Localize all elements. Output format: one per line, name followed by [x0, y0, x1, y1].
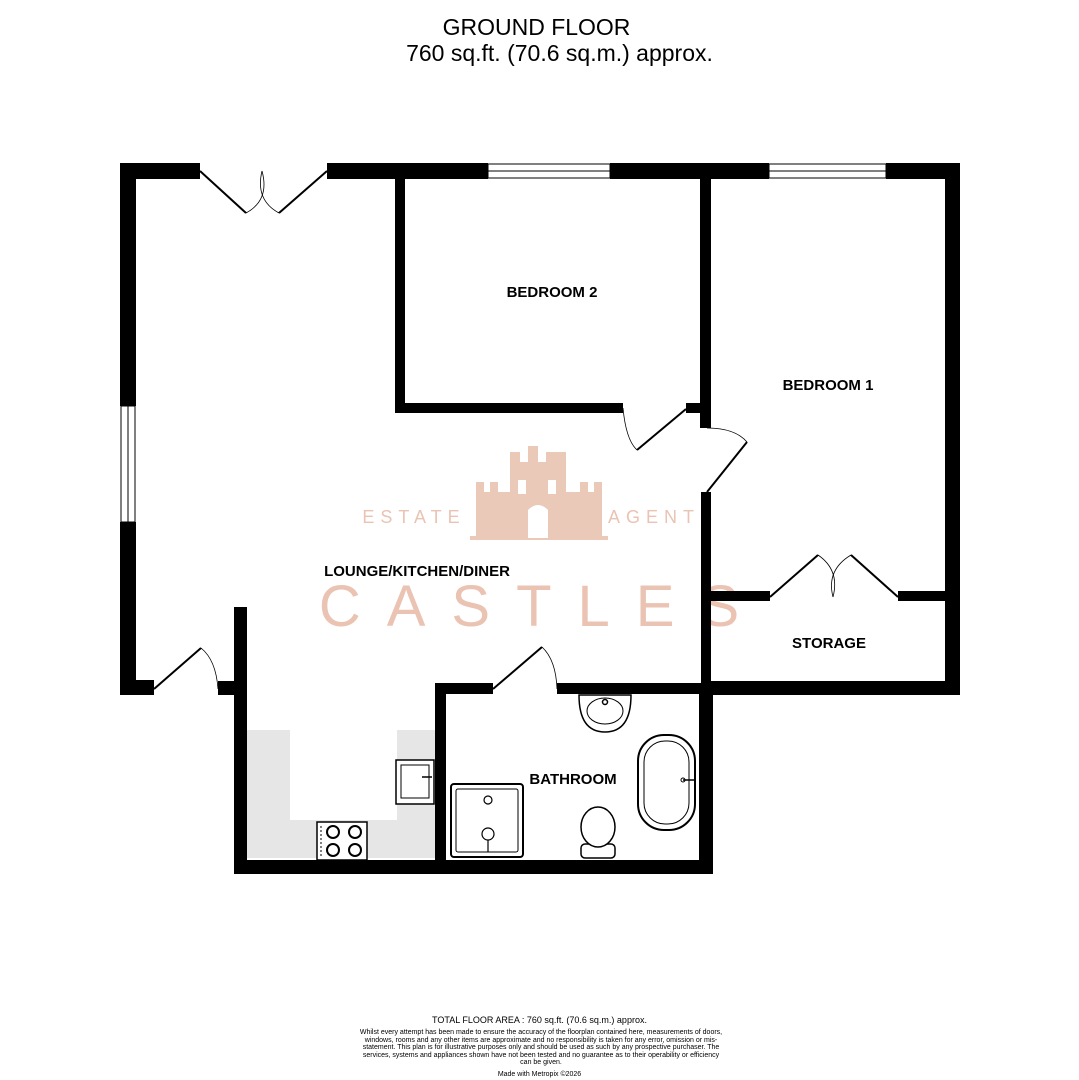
window-bedroom1: [768, 163, 887, 179]
french-door-lounge-top: [199, 170, 328, 214]
doors: [153, 170, 899, 690]
floor-title: GROUND FLOOR: [442, 14, 631, 40]
door-bedroom2: [622, 407, 687, 451]
basin-icon: [578, 694, 632, 733]
windows: [120, 163, 887, 523]
castles-watermark: ESTATE AGENTS CASTLES: [319, 446, 765, 639]
french-door-storage: [769, 554, 899, 598]
shower-icon: [450, 783, 524, 858]
room-label-bedroom2: BEDROOM 2: [507, 284, 598, 301]
window-lounge: [120, 405, 136, 523]
footer-total-area: TOTAL FLOOR AREA : 760 sq.ft. (70.6 sq.m…: [432, 1015, 647, 1025]
room-label-lounge: LOUNGE/KITCHEN/DINER: [324, 563, 510, 580]
hob-icon: [316, 821, 368, 861]
castle-logo-icon: [470, 446, 608, 540]
walls: [120, 163, 960, 874]
door-bathroom: [492, 646, 558, 690]
footer-disclaimer: Whilst every attempt has been made to en…: [359, 1029, 723, 1067]
kitchen-sink-icon: [395, 759, 435, 805]
window-bedroom2: [487, 163, 611, 179]
footer-made-with: Made with Metropix ©2026: [497, 1071, 582, 1078]
door-entrance: [153, 647, 219, 690]
bath-icon: [637, 734, 696, 831]
room-label-storage: STORAGE: [792, 635, 866, 652]
watermark-estate: ESTATE: [362, 507, 465, 527]
toilet-icon: [580, 806, 616, 859]
floor-area: 760 sq.ft. (70.6 sq.m.) approx.: [406, 40, 713, 66]
room-label-bedroom1: BEDROOM 1: [783, 377, 874, 394]
watermark-agents: AGENTS: [608, 507, 718, 527]
watermark-castles: CASTLES: [319, 574, 765, 639]
door-bedroom1: [706, 427, 748, 493]
room-label-bathroom: BATHROOM: [529, 771, 616, 788]
